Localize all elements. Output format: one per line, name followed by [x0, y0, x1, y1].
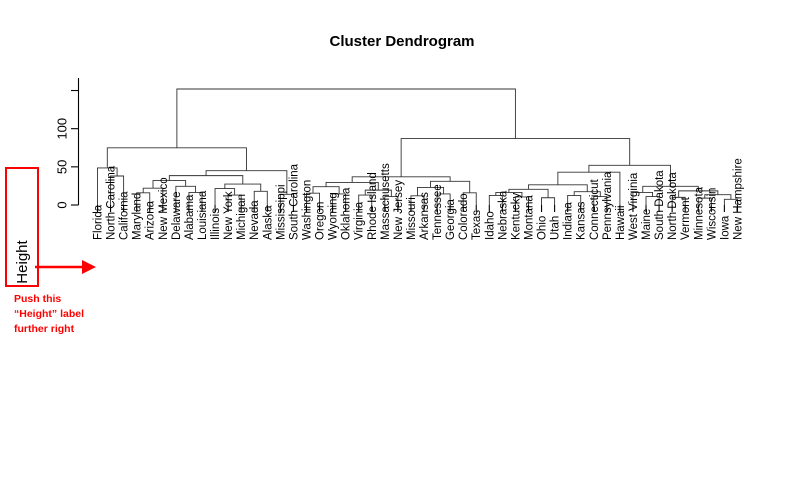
dendrogram-branch — [642, 185, 699, 193]
leaf-tick-marks — [96, 205, 738, 212]
leaf-label: Mississippi — [275, 184, 287, 240]
dendrogram-branch — [567, 195, 582, 205]
dendrogram-branch — [697, 197, 712, 205]
y-axis-tick-label: 50 — [55, 160, 70, 174]
leaf-label: Arkansas — [419, 192, 431, 240]
dendrogram-branch — [514, 196, 529, 205]
annotation-caption-line1: Push this — [14, 293, 61, 305]
leaf-label: Illinois — [210, 208, 222, 240]
leaf-label: Idaho — [484, 211, 496, 240]
leaf-label: Missouri — [406, 197, 418, 240]
dendrogram-branch — [176, 88, 516, 148]
dendrogram-branch — [205, 170, 288, 195]
dendrogram-branch — [279, 193, 294, 205]
dendrogram-branch — [152, 180, 187, 189]
leaf-label: Georgia — [445, 198, 457, 240]
leaf-label: Florida — [93, 204, 105, 240]
leaf-label: Texas — [471, 210, 483, 240]
dendrogram-branch — [528, 184, 588, 192]
dendrogram-branch — [400, 138, 631, 177]
leaf-label: New Hampshire — [732, 158, 744, 240]
leaf-label: Rhode Island — [367, 172, 379, 240]
dendrogram-branch — [495, 191, 523, 197]
leaf-label: Delaware — [171, 191, 183, 240]
leaf-label: Tennessee — [432, 184, 444, 240]
leaf-label: Virginia — [354, 201, 366, 240]
leaf-label: Indiana — [563, 202, 575, 240]
leaf-label: Washington — [301, 180, 313, 240]
leaf-label: Nevada — [249, 200, 261, 240]
annotation-arrow-head — [82, 260, 96, 274]
leaf-label: New Mexico — [158, 177, 170, 240]
dendrogram-branch — [541, 197, 556, 205]
dendrogram-branches — [97, 88, 738, 205]
leaf-label: Alabama — [184, 194, 196, 240]
leaf-label: North Carolina — [106, 165, 118, 240]
leaf-label: Kansas — [576, 201, 588, 240]
dendrogram-branch — [106, 147, 247, 171]
leaf-label: Pennsylvania — [602, 171, 614, 240]
leaf-label: North Dakota — [667, 172, 679, 240]
leaf-label: Alaska — [262, 205, 274, 240]
dendrogram-branch — [325, 182, 379, 191]
leaf-label: Kentucky — [510, 192, 522, 240]
leaf-label: Iowa — [719, 215, 731, 240]
page-title: Cluster Dendrogram — [329, 33, 474, 50]
leaf-label: New Jersey — [393, 180, 405, 240]
annotation-caption-line2: “Height” label — [14, 308, 84, 320]
leaf-label: Nebraska — [497, 190, 509, 240]
dendrogram-branch — [224, 183, 262, 192]
dendrogram-branch — [632, 191, 653, 205]
y-axis-label: Height — [14, 239, 31, 283]
dendrogram-branch — [175, 185, 196, 205]
y-axis: 0 50 100 — [55, 78, 80, 209]
leaf-label: California — [119, 191, 131, 240]
leaf-label: Michigan — [236, 194, 248, 240]
dendrogram-branch — [227, 194, 242, 205]
y-axis-tick-labels: 0 50 100 — [55, 118, 70, 209]
leaf-label: Louisiana — [197, 190, 209, 240]
dendrogram-branch — [97, 167, 118, 205]
y-axis-ticks — [71, 89, 79, 206]
dendrogram-branch — [588, 164, 671, 187]
leaf-label: South Carolina — [288, 163, 300, 240]
leaf-label: Colorado — [458, 193, 470, 240]
leaf-label: Vermont — [680, 196, 692, 240]
leaf-label: Montana — [523, 195, 535, 240]
leaf-label: South Dakota — [654, 170, 666, 240]
leaf-label: Wisconsin — [706, 188, 718, 240]
leaf-label: Minnesota — [693, 186, 705, 240]
annotation-box — [5, 167, 39, 287]
leaf-label: Ohio — [537, 216, 549, 240]
leaf-label: Maryland — [132, 193, 144, 240]
dendrogram-branch — [573, 191, 601, 197]
leaf-label: Utah — [550, 216, 562, 240]
dendrogram-branch — [188, 191, 203, 205]
y-axis-tick-label: 100 — [55, 118, 70, 140]
dendrogram-branch — [488, 195, 503, 205]
height-label-annotation: Height Push this “Height” label further … — [5, 167, 96, 335]
leaf-label: West Virginia — [628, 172, 640, 240]
leaf-label: Oklahoma — [341, 187, 353, 240]
leaf-label: Oregon — [315, 202, 327, 240]
leaf-label: Wyoming — [328, 192, 340, 240]
leaf-label: Connecticut — [589, 178, 601, 240]
leaf-label: Maine — [641, 209, 653, 240]
dendrogram-branch — [142, 187, 164, 205]
dendrogram-branch — [168, 175, 244, 185]
dendrogram-branch — [358, 194, 373, 205]
leaf-label: Massachusetts — [380, 163, 392, 240]
y-axis-tick-label: 0 — [55, 201, 70, 208]
leaf-label: Arizona — [145, 200, 157, 240]
leaf-label: Hawaii — [615, 205, 627, 240]
annotation-caption-line3: further right — [14, 323, 75, 335]
dendrogram-branch — [678, 190, 719, 198]
leaf-label: New York — [223, 191, 235, 240]
